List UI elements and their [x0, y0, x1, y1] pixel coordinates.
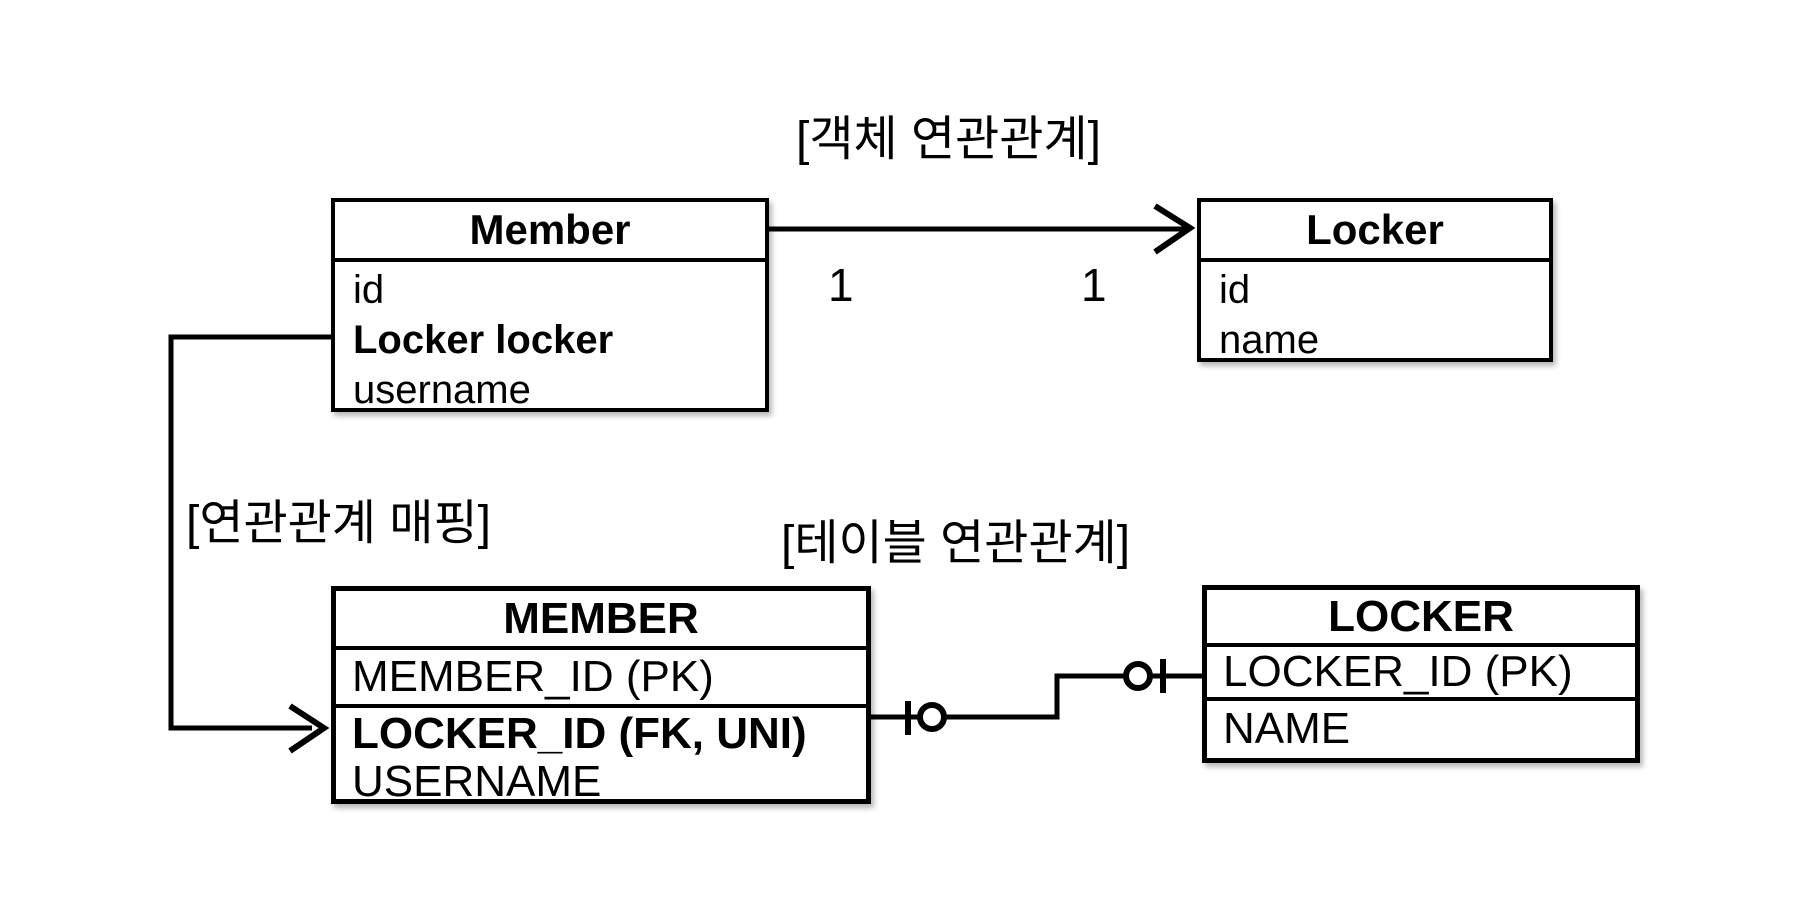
locker-side-circle — [1123, 661, 1153, 691]
member-class-box: Member id Locker locker username — [331, 198, 769, 412]
locker-class-fields: id name — [1201, 262, 1549, 365]
locker-class-name: Locker — [1201, 202, 1549, 262]
locker-class-box: Locker id name — [1197, 198, 1553, 362]
table-association-title: [테이블 연관관계] — [781, 517, 1131, 570]
cardinality-source: 1 — [828, 259, 854, 311]
locker-field-id: id — [1219, 268, 1251, 312]
member-table-box: MEMBER MEMBER_ID (PK) LOCKER_ID (FK, UNI… — [331, 586, 871, 806]
member-field-locker: Locker locker — [353, 318, 614, 362]
object-association-arrow — [769, 203, 1196, 255]
cardinality-target: 1 — [1081, 259, 1107, 311]
member-table-row-fk: LOCKER_ID (FK, UNI) — [352, 709, 807, 758]
table-relationship-connector — [871, 659, 1202, 735]
member-field-username: username — [353, 368, 531, 412]
member-side-circle — [917, 702, 947, 732]
member-field-id: id — [353, 268, 385, 312]
member-class-fields: id Locker locker username — [335, 262, 765, 415]
member-table-row-pk: MEMBER_ID (PK) — [336, 650, 866, 708]
member-table-row-username: USERNAME — [352, 757, 602, 806]
member-table-name: MEMBER — [336, 591, 866, 650]
object-association-title: [객체 연관관계] — [796, 113, 1101, 166]
locker-table-name: LOCKER — [1207, 590, 1635, 647]
locker-table-box: LOCKER LOCKER_ID (PK) NAME — [1202, 585, 1640, 763]
mapping-label: [연관관계 매핑] — [186, 497, 491, 550]
locker-field-name: name — [1219, 318, 1320, 362]
locker-table-row-pk: LOCKER_ID (PK) — [1207, 647, 1635, 701]
member-table-compartment: LOCKER_ID (FK, UNI) USERNAME — [336, 708, 866, 806]
member-class-name: Member — [335, 202, 765, 262]
locker-table-row-name: NAME — [1223, 704, 1351, 753]
